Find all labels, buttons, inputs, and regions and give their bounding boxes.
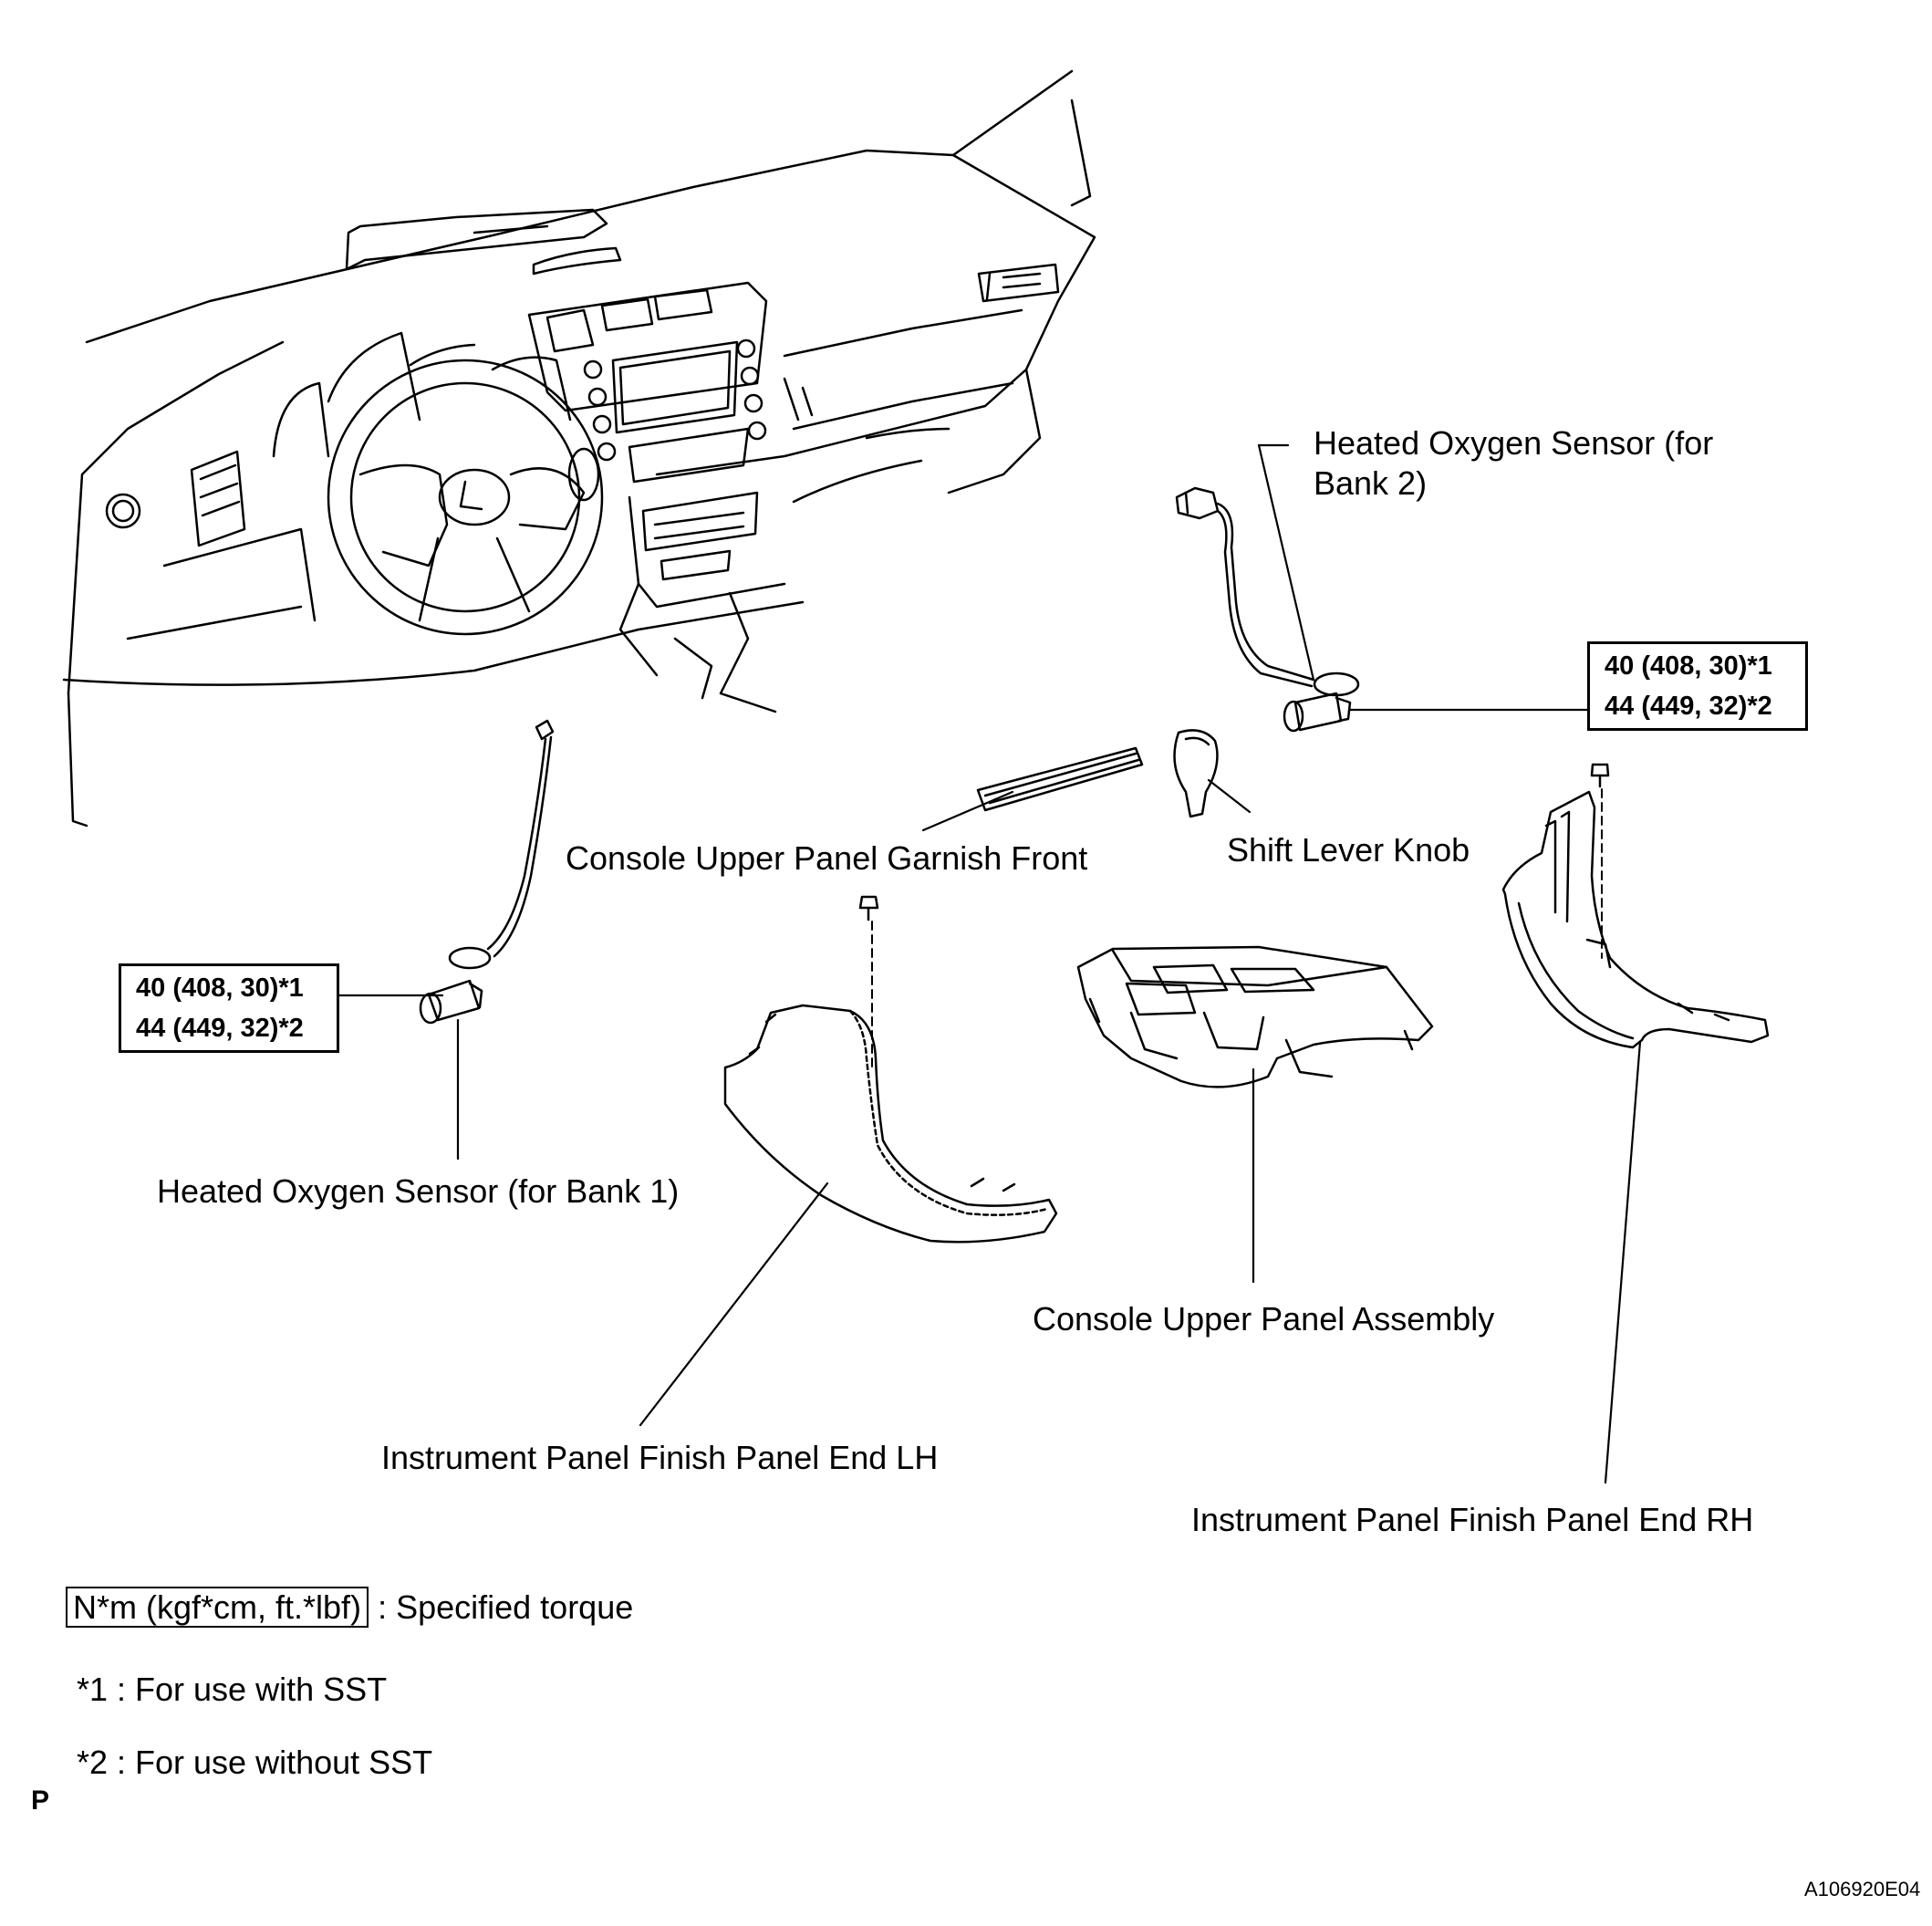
shift-knob-label: Shift Lever Knob [1227,831,1470,869]
torque-left-line1: 40 (408, 30)*1 [136,973,304,1003]
o2-sensor-bank1-drawing [419,719,555,1025]
torque-right-line2: 44 (449, 32)*2 [1605,692,1772,721]
finish-panel-lh-label: Instrument Panel Finish Panel End LH [381,1439,939,1476]
legend-unit-box: N*m (kgf*cm, ft.*lbf) [66,1587,369,1628]
legend-unit-desc: : Specified torque [378,1588,634,1626]
dashboard-drawing [62,69,1096,828]
o2-sensor-bank2-label-line1: Heated Oxygen Sensor (for [1314,424,1714,462]
shift-knob-drawing [1173,729,1219,818]
torque-box-left: 40 (408, 30)*1 44 (449, 32)*2 [119,963,339,1053]
console-assembly-drawing [1076,945,1434,1088]
o2-sensor-bank2-label: Heated Oxygen Sensor (for Bank 2) [1314,423,1713,504]
torque-left-line2: 44 (449, 32)*2 [136,1014,304,1043]
o2-sensor-bank2-label-line2: Bank 2) [1314,464,1428,502]
o2-sensor-bank1-label: Heated Oxygen Sensor (for Bank 1) [157,1172,680,1210]
finish-panel-rh-drawing [1501,790,1770,1049]
bolt-lh [858,895,879,921]
legend-note-1: *1 : For use with SST [77,1671,388,1708]
page-mark: P [31,1785,50,1816]
figure-id: A106920E04 [1804,1878,1921,1900]
torque-box-right: 40 (408, 30)*1 44 (449, 32)*2 [1587,641,1808,731]
finish-panel-rh-label: Instrument Panel Finish Panel End RH [1191,1501,1754,1538]
legend-note-2: *2 : For use without SST [77,1744,433,1781]
torque-right-line1: 40 (408, 30)*1 [1605,651,1772,681]
leader-lines [338,443,1642,1484]
o2-sensor-bank2-drawing [1175,486,1360,733]
legend-torque-unit: N*m (kgf*cm, ft.*lbf) : Specified torque [66,1587,634,1628]
bolt-rh [1590,763,1610,788]
console-assembly-label: Console Upper Panel Assembly [1033,1300,1495,1338]
finish-panel-lh-drawing [723,1004,1058,1244]
garnish-front-label: Console Upper Panel Garnish Front [566,839,1088,877]
garnish-front-drawing [976,746,1144,812]
